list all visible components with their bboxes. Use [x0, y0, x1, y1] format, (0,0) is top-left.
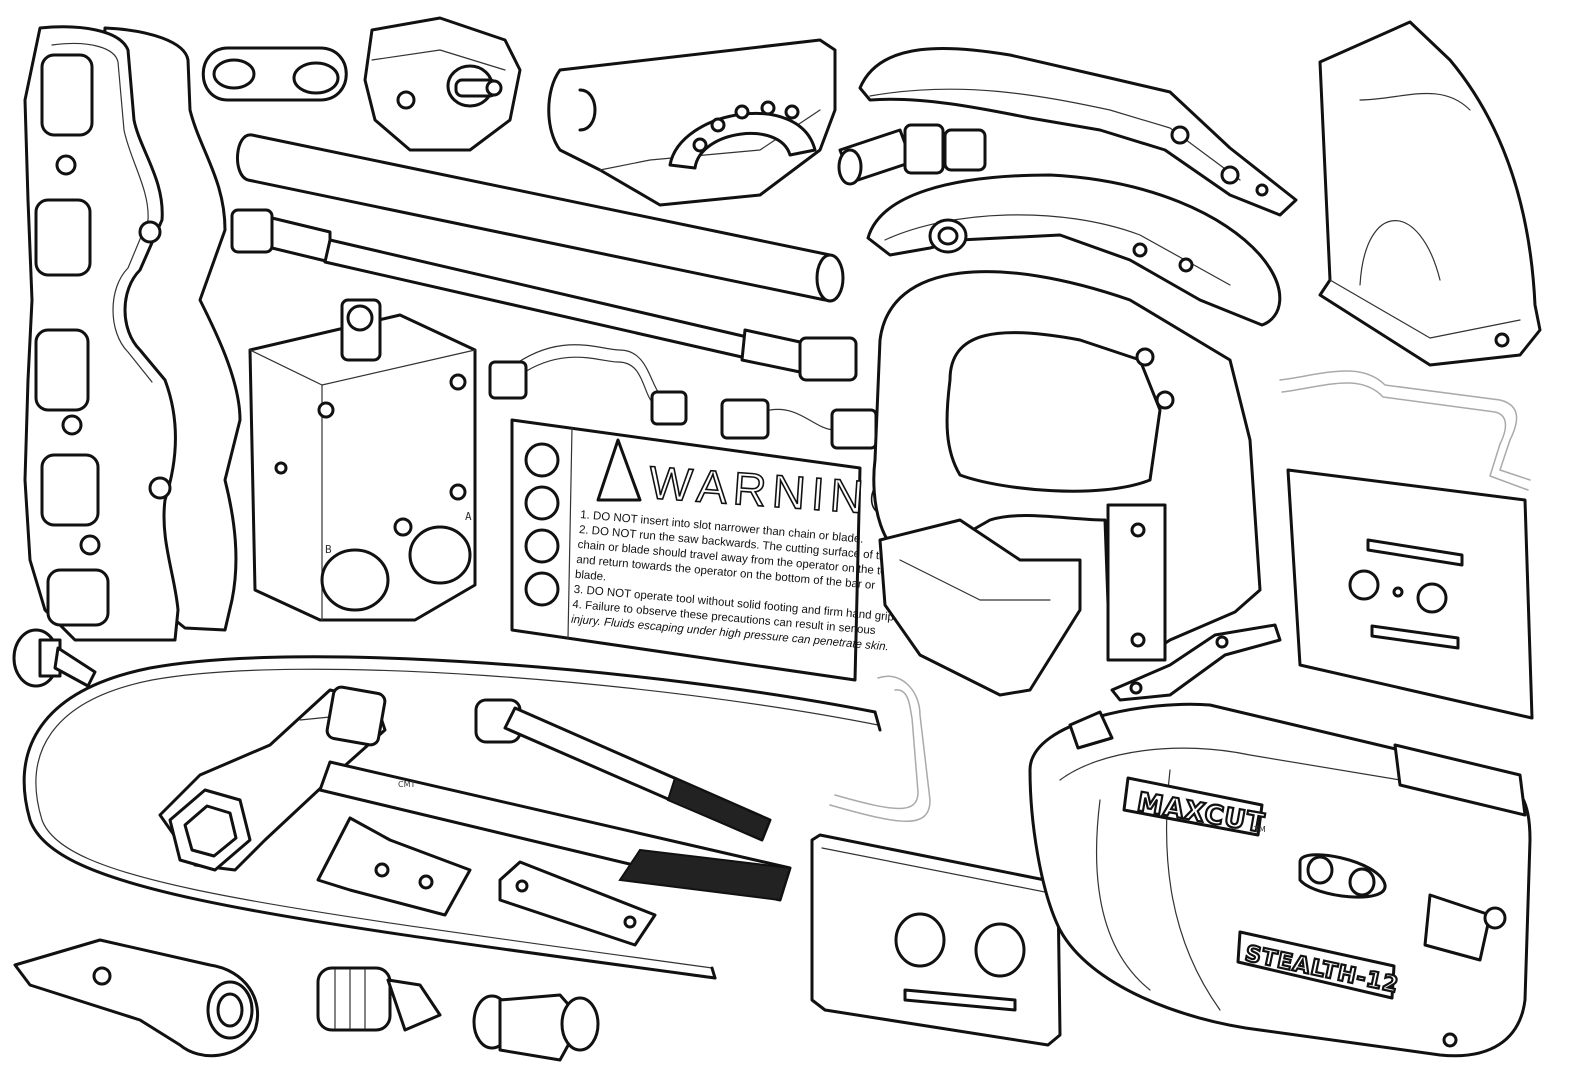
port-a-label: A	[465, 510, 472, 523]
quick-coupler	[316, 966, 442, 1032]
mounting-bracket	[547, 38, 837, 207]
barb-fitting	[12, 628, 97, 688]
valve-block: B A	[248, 298, 477, 622]
offset-elbow-ghost	[829, 675, 931, 822]
warning-triangle-icon	[596, 438, 642, 502]
bent-rod-ghost	[1279, 370, 1531, 491]
warning-decal: WARNING 1. DO NOT insert into slot narro…	[510, 418, 914, 682]
flat-side-plate	[810, 833, 1062, 1047]
saw-housing: MAXCUT TM STEALTH-12	[1028, 702, 1532, 1058]
linkage-bar	[1110, 623, 1282, 702]
c-frame-body	[872, 270, 1262, 697]
lower-handle	[866, 173, 1282, 327]
bent-tube-lines	[488, 344, 878, 450]
bar-guide-plate	[1286, 468, 1534, 720]
long-bolt	[474, 698, 772, 842]
flat-link-bar	[498, 860, 657, 947]
hydraulic-hose	[230, 208, 858, 382]
angle-bracket	[316, 816, 472, 917]
wrench-stamp: CMT	[398, 780, 415, 789]
ninety-degree-elbow	[472, 993, 600, 1062]
long-tube	[235, 133, 845, 303]
bar-wrench: CMT	[318, 760, 792, 902]
hydraulic-motor	[363, 16, 522, 152]
socket-wrench	[158, 685, 387, 872]
chain-guide-strip	[22, 655, 882, 980]
oval-gasket	[201, 46, 348, 102]
elbow-fittings	[837, 123, 987, 186]
tensioner-lever	[13, 938, 260, 1058]
warning-line-5: blade.	[575, 569, 607, 584]
trademark-mark: TM	[1253, 825, 1266, 834]
side-plate-pair	[23, 25, 242, 642]
upper-handle	[858, 46, 1298, 217]
port-b-label: B	[325, 543, 332, 556]
chain-guard	[1318, 20, 1542, 367]
